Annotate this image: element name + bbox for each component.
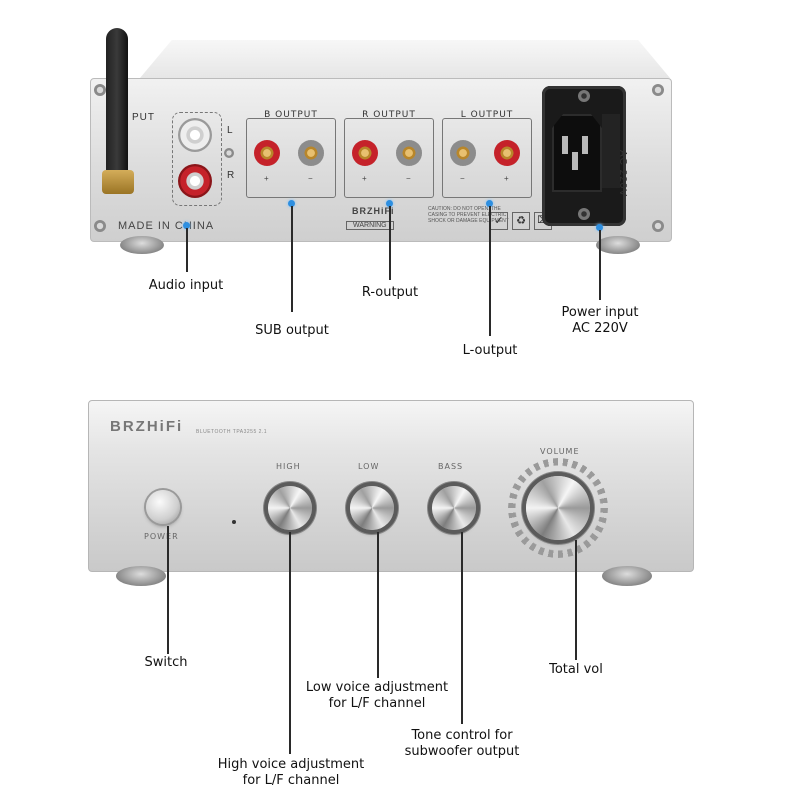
rear-brand-plate: BRZHiFi xyxy=(352,206,395,216)
volume-knob[interactable] xyxy=(526,476,590,540)
minus-sign: − xyxy=(308,174,313,183)
callout-total-vol: Total vol xyxy=(549,662,603,677)
rear-panel-photo: PUT L R B OUTPUT + − R OUTPUT + − L OUTP… xyxy=(80,28,680,255)
front-foot-right xyxy=(602,566,652,586)
leader-line xyxy=(289,532,291,754)
channel-l-label: L xyxy=(227,125,233,136)
callout-power-input-line2: AC 220V xyxy=(572,321,628,336)
power-switch[interactable] xyxy=(146,490,180,524)
screw-icon xyxy=(94,84,106,96)
callout-power-input: Power input AC 220V xyxy=(548,305,652,337)
screw-icon xyxy=(578,90,590,102)
rear-foot-left xyxy=(120,236,164,254)
callout-tone-control-line2: subwoofer output xyxy=(404,744,520,759)
front-foot-left xyxy=(116,566,166,586)
callout-power-input-line1: Power input xyxy=(561,305,639,320)
r-output-title: R OUTPUT xyxy=(362,110,416,120)
plus-sign: + xyxy=(362,174,367,183)
leader-line xyxy=(489,206,491,336)
l-output-minus-post xyxy=(450,140,476,166)
callout-sub-output: SUB output xyxy=(255,323,329,338)
low-label: LOW xyxy=(358,462,380,471)
recycle-icon: ♻ xyxy=(512,212,530,230)
plus-sign: + xyxy=(264,174,269,183)
bass-knob[interactable] xyxy=(432,486,476,530)
front-brand: BRZHiFi xyxy=(110,418,184,435)
iec-pin xyxy=(562,136,568,154)
minus-sign: − xyxy=(460,174,465,183)
volume-label: VOLUME xyxy=(540,447,580,456)
callout-l-output: L-output xyxy=(462,343,518,358)
antenna-connector xyxy=(102,170,134,194)
high-label: HIGH xyxy=(276,462,301,471)
rca-jack-right xyxy=(178,164,212,198)
r-output-plus-post xyxy=(352,140,378,166)
b-output-title: B OUTPUT xyxy=(264,110,318,120)
check-icon: ✓ xyxy=(490,212,508,230)
power-led xyxy=(232,520,236,524)
screw-icon xyxy=(578,208,590,220)
ground-screw-icon xyxy=(224,148,234,158)
low-knob[interactable] xyxy=(350,486,394,530)
leader-line xyxy=(575,540,577,660)
screw-icon xyxy=(652,220,664,232)
callout-dot xyxy=(288,200,295,207)
bluetooth-antenna xyxy=(106,28,128,188)
fuse-drawer xyxy=(602,114,620,188)
callout-high-voice-line1: High voice adjustment xyxy=(217,757,365,772)
callout-high-voice-line2: for L/F channel xyxy=(242,773,340,788)
leader-line xyxy=(599,230,601,300)
leader-line xyxy=(291,206,293,312)
l-output-plus-post xyxy=(494,140,520,166)
r-output-minus-post xyxy=(396,140,422,166)
b-output-plus-post xyxy=(254,140,280,166)
bass-label: BASS xyxy=(438,462,464,471)
leader-line xyxy=(186,228,188,272)
high-knob[interactable] xyxy=(268,486,312,530)
callout-dot xyxy=(386,200,393,207)
callout-audio-input: Audio input xyxy=(148,278,224,293)
callout-tone-control: Tone control for subwoofer output xyxy=(392,728,532,760)
l-output-box: L OUTPUT xyxy=(442,110,532,198)
front-model: BLUETOOTH TPA3255 2.1 xyxy=(196,429,268,435)
rca-input-group xyxy=(172,112,222,206)
b-output-minus-post xyxy=(298,140,324,166)
rear-panel-top-lid xyxy=(140,40,670,78)
made-in-label: MADE IN CHINA xyxy=(118,220,215,232)
leader-line xyxy=(461,532,463,724)
callout-high-voice: High voice adjustment for L/F channel xyxy=(198,757,384,789)
callout-switch: Switch xyxy=(144,655,188,670)
rear-foot-right xyxy=(596,236,640,254)
leader-line xyxy=(389,206,391,280)
input-label: PUT xyxy=(132,112,155,123)
channel-r-label: R xyxy=(227,170,235,181)
front-panel-photo: BRZHiFi BLUETOOTH TPA3255 2.1 POWER HIGH… xyxy=(88,400,694,590)
callout-low-voice-line2: for L/F channel xyxy=(328,696,426,711)
plus-sign: + xyxy=(504,174,509,183)
r-output-box: R OUTPUT xyxy=(344,110,434,198)
b-output-box: B OUTPUT xyxy=(246,110,336,198)
leader-line xyxy=(377,532,379,678)
callout-low-voice-line1: Low voice adjustment xyxy=(305,680,449,695)
voltage-label: AC 220V xyxy=(617,150,628,198)
minus-sign: − xyxy=(406,174,411,183)
screw-icon xyxy=(652,84,664,96)
warning-label: WARNING xyxy=(346,221,394,230)
callout-dot xyxy=(596,224,603,231)
callout-dot xyxy=(183,222,190,229)
callout-dot xyxy=(486,200,493,207)
rca-jack-left xyxy=(178,118,212,152)
iec-pin xyxy=(572,152,578,170)
iec-pin xyxy=(582,136,588,154)
l-output-title: L OUTPUT xyxy=(460,110,514,120)
callout-low-voice: Low voice adjustment for L/F channel xyxy=(286,680,468,712)
power-label: POWER xyxy=(144,532,179,541)
caution-text: CAUTION: DO NOT OPEN. THE CASING TO PREV… xyxy=(428,206,509,224)
callout-tone-control-line1: Tone control for xyxy=(411,728,513,743)
leader-line xyxy=(167,526,169,654)
screw-icon xyxy=(94,220,106,232)
callout-r-output: R-output xyxy=(361,285,419,300)
